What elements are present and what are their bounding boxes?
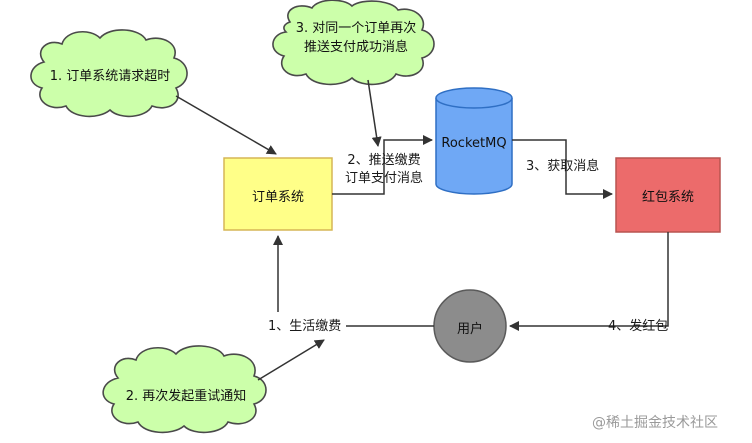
edge-pay-label: 1、生活缴费 bbox=[268, 319, 342, 334]
edge-push-label-1: 2、推送缴费 bbox=[347, 153, 421, 168]
edge-send-red-label: 4、发红包 bbox=[608, 319, 669, 334]
cloud-notify bbox=[102, 345, 267, 434]
red-packet-system-label: 红包系统 bbox=[641, 190, 694, 205]
edge-order-to-mq bbox=[332, 135, 433, 195]
edge-mq-to-red bbox=[512, 139, 613, 199]
cloud-timeout-label: 1. 订单系统请求超时 bbox=[49, 69, 171, 84]
rocketmq-label: RocketMQ bbox=[441, 136, 507, 151]
edge-retry-to-push bbox=[367, 79, 382, 147]
edge-fetch-label: 3、获取消息 bbox=[526, 159, 600, 174]
rocketmq-node bbox=[435, 87, 513, 195]
cloud-retry-push bbox=[272, 0, 435, 86]
order-system-node bbox=[223, 157, 333, 231]
edge-red-to-user bbox=[509, 232, 669, 331]
cloud-timeout bbox=[30, 29, 188, 118]
order-system-label: 订单系统 bbox=[251, 190, 304, 205]
cloud-notify-label: 2. 再次发起重试通知 bbox=[125, 389, 247, 404]
cloud-retry-label-1: 3. 对同一个订单再次 bbox=[295, 21, 417, 36]
edge-timeout-to-order bbox=[175, 95, 277, 155]
watermark: @稀土掘金技术社区 bbox=[592, 415, 718, 431]
user-label: 用户 bbox=[456, 322, 483, 337]
edge-notify-to-pay bbox=[257, 339, 325, 381]
cloud-retry-label-2: 推送支付成功消息 bbox=[303, 40, 408, 55]
edge-push-label-2: 订单支付消息 bbox=[344, 171, 423, 186]
red-packet-system-node bbox=[615, 157, 721, 233]
